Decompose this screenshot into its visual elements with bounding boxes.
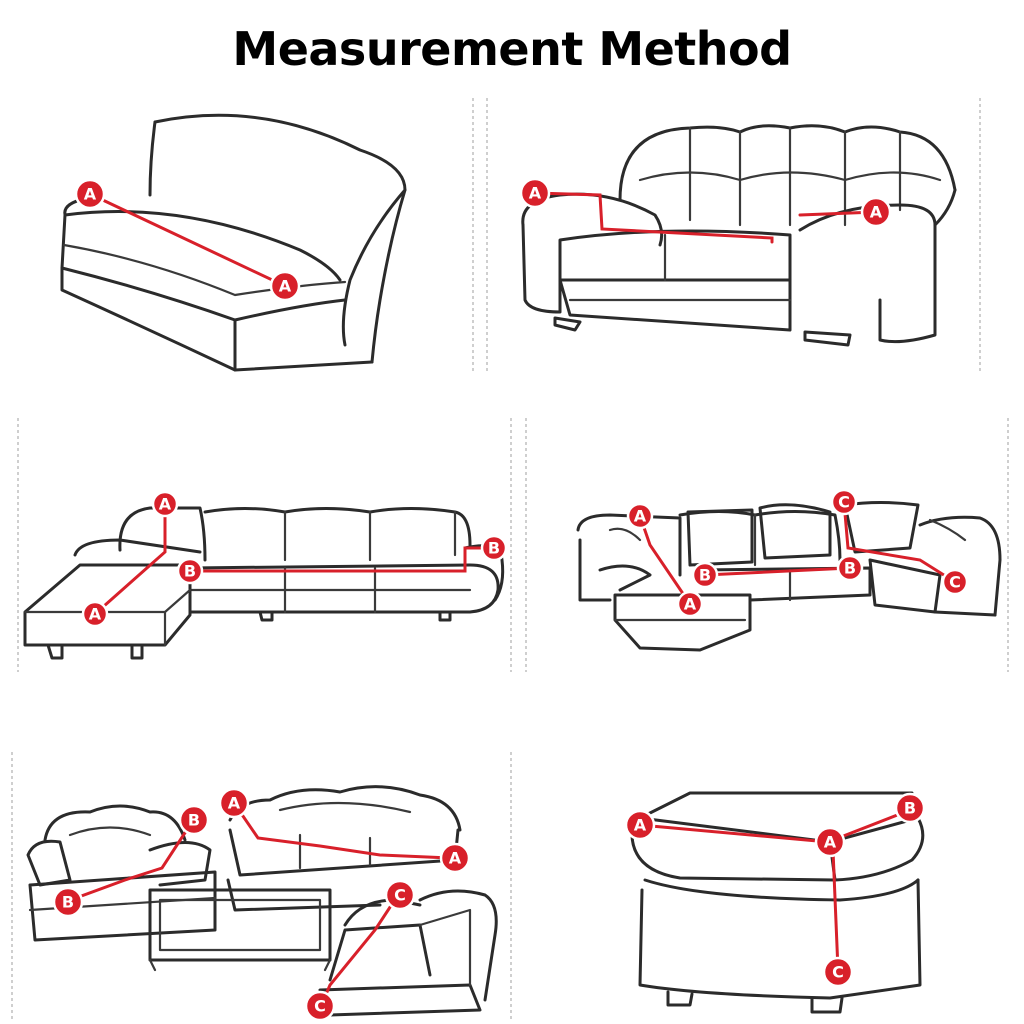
u-shape-measure-a: [638, 514, 692, 606]
svg-text:A: A: [449, 849, 462, 868]
marker-label: A: [676, 590, 704, 618]
svg-text:A: A: [824, 833, 837, 852]
living-set-measure-a: [232, 801, 452, 860]
armless-sofa-panel: [60, 113, 407, 372]
svg-text:C: C: [838, 493, 850, 512]
svg-text:A: A: [89, 605, 102, 624]
svg-text:A: A: [684, 595, 697, 614]
marker-label: B: [836, 554, 864, 582]
marker-label: B: [178, 804, 210, 836]
svg-text:A: A: [529, 184, 542, 203]
svg-text:A: A: [634, 507, 647, 526]
marker-label: C: [822, 956, 854, 988]
marker-label: A: [439, 842, 471, 874]
svg-text:C: C: [314, 997, 326, 1016]
marker-label: A: [626, 502, 654, 530]
svg-text:A: A: [279, 277, 292, 296]
marker-label: B: [176, 557, 204, 585]
ottoman-measure-c: [831, 848, 840, 972]
marker-label: A: [519, 177, 551, 209]
marker-label: A: [814, 826, 846, 858]
svg-text:B: B: [904, 799, 916, 818]
marker-label: A: [269, 270, 301, 302]
marker-label: B: [894, 792, 926, 824]
u-shape-measure-b: [703, 566, 852, 577]
svg-text:A: A: [228, 794, 241, 813]
svg-text:B: B: [188, 811, 200, 830]
l-shape-measure-a: [93, 502, 167, 616]
svg-text:B: B: [62, 893, 74, 912]
svg-text:C: C: [832, 963, 844, 982]
living-set-measure-b: [63, 820, 194, 904]
marker-label: C: [830, 488, 858, 516]
svg-text:C: C: [394, 886, 406, 905]
marker-label: C: [941, 568, 969, 596]
panel-separators: [11, 98, 1009, 1020]
marker-label: A: [81, 600, 109, 628]
two-seat-sofa-measure-a-left: [533, 191, 774, 244]
svg-text:A: A: [159, 495, 172, 514]
marker-label: A: [860, 196, 892, 228]
page-title: Measurement Method: [232, 22, 792, 76]
ottoman-measure-a-b: [638, 810, 907, 844]
svg-text:A: A: [634, 816, 647, 835]
u-shape-measure-c: [842, 500, 957, 584]
marker-label: B: [480, 534, 508, 562]
marker-label: B: [52, 886, 84, 918]
svg-text:A: A: [84, 185, 97, 204]
svg-text:A: A: [870, 203, 883, 222]
marker-label: A: [151, 490, 179, 518]
l-shape-sectional-panel: [23, 506, 505, 660]
marker-label: C: [384, 879, 416, 911]
svg-text:B: B: [699, 566, 711, 585]
svg-text:B: B: [844, 559, 856, 578]
svg-text:C: C: [949, 573, 961, 592]
marker-label: B: [691, 561, 719, 589]
svg-text:B: B: [488, 539, 500, 558]
u-shape-sectional-panel: [576, 501, 1002, 652]
armless-sofa-measure-a: [88, 192, 287, 288]
marker-label: C: [304, 990, 336, 1022]
svg-text:B: B: [184, 562, 196, 581]
marker-label: A: [218, 787, 250, 819]
marker-label: A: [624, 809, 656, 841]
marker-label: A: [74, 178, 106, 210]
living-room-set-panel: [26, 785, 498, 1017]
l-shape-measure-b: [188, 546, 496, 573]
ottoman-panel: [630, 791, 925, 1014]
